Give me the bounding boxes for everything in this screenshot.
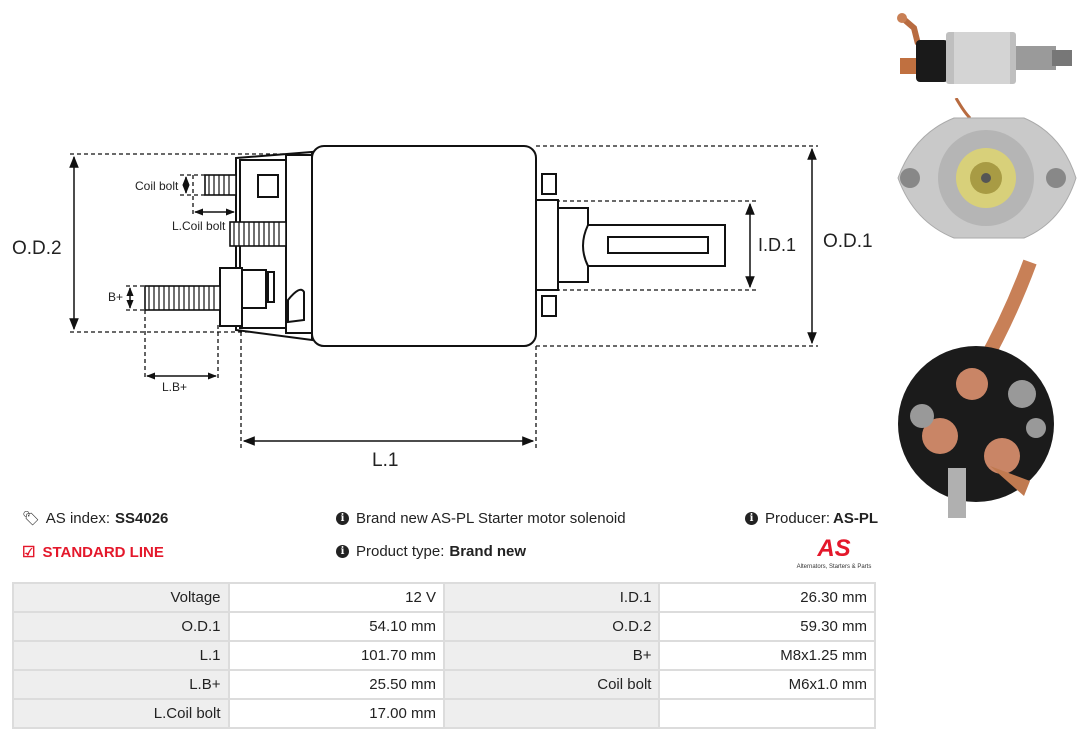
solenoid-front-photo [897,98,1077,239]
od2-label: O.D.2 [12,238,62,259]
spec-value: 101.70 mm [227,640,445,671]
as-pl-logo: AS Alternators, Starters & Parts [797,536,872,570]
coil-bolt-label: Coil bolt [135,179,179,193]
logo-text: AS [816,536,850,562]
standard-line-label: STANDARD LINE [42,543,164,561]
spec-value: 54.10 mm [227,611,445,642]
product-description: i Brand new AS-PL Starter motor solenoid [336,510,626,527]
as-index-label: AS index: [45,510,110,527]
spec-key: L.B+ [12,669,230,700]
spec-key: I.D.1 [442,582,661,613]
spec-value: 26.30 mm [658,582,876,613]
description-text: Brand new AS-PL Starter motor solenoid [356,510,626,527]
bplus-bolt [144,285,221,311]
tags-icon: 🏷 [22,510,40,526]
spec-key: O.D.2 [442,611,661,642]
product-type: i Product type: Brand new [336,543,526,560]
spec-value: M8x1.25 mm [658,640,876,671]
solenoid-dimension-drawing: O.D.2 O.D.1 I.D.1 L.1 Coil bolt L.Coil b… [12,145,873,471]
spec-value: 12 V [227,582,445,613]
spec-key: L.1 [12,640,230,671]
spec-key: Coil bolt [442,669,661,700]
as-index: 🏷 AS index: SS4026 [22,510,168,527]
spec-value: 17.00 mm [227,698,445,729]
l-coil-bolt-label: L.Coil bolt [172,219,226,233]
solenoid-terminals-photo [898,259,1054,518]
l-bplus-label: L.B+ [162,380,187,394]
spec-value: 25.50 mm [227,669,445,700]
logo-tagline: Alternators, Starters & Parts [797,564,872,570]
spec-value [658,698,876,729]
solenoid-side-photo [897,13,1072,84]
id1-label: I.D.1 [758,235,796,255]
l1-label: L.1 [372,450,398,471]
solenoid-body [311,145,537,347]
info-icon: i [336,545,349,558]
standard-line: ☑ STANDARD LINE [22,543,164,562]
od1-label: O.D.1 [823,231,873,252]
bplus-label: B+ [108,290,123,304]
info-icon: i [336,512,349,525]
producer-value: AS-PL [833,510,879,527]
check-square-icon: ☑ [22,544,36,561]
spec-key: B+ [442,640,661,671]
spec-key: L.Coil bolt [12,698,230,729]
product-type-label: Product type: [356,543,445,560]
info-icon: i [745,512,758,525]
spec-key: O.D.1 [12,611,230,642]
product-type-value: Brand new [449,543,527,560]
plunger-slot [607,236,709,254]
producer-label: Producer: [765,510,831,527]
spec-key [442,698,661,729]
spec-key: Voltage [12,582,230,613]
spec-value: 59.30 mm [658,611,876,642]
producer: i Producer: AS-PL [745,510,878,527]
coil-bolt [204,174,237,196]
spec-value: M6x1.0 mm [658,669,876,700]
as-index-value: SS4026 [115,510,169,527]
